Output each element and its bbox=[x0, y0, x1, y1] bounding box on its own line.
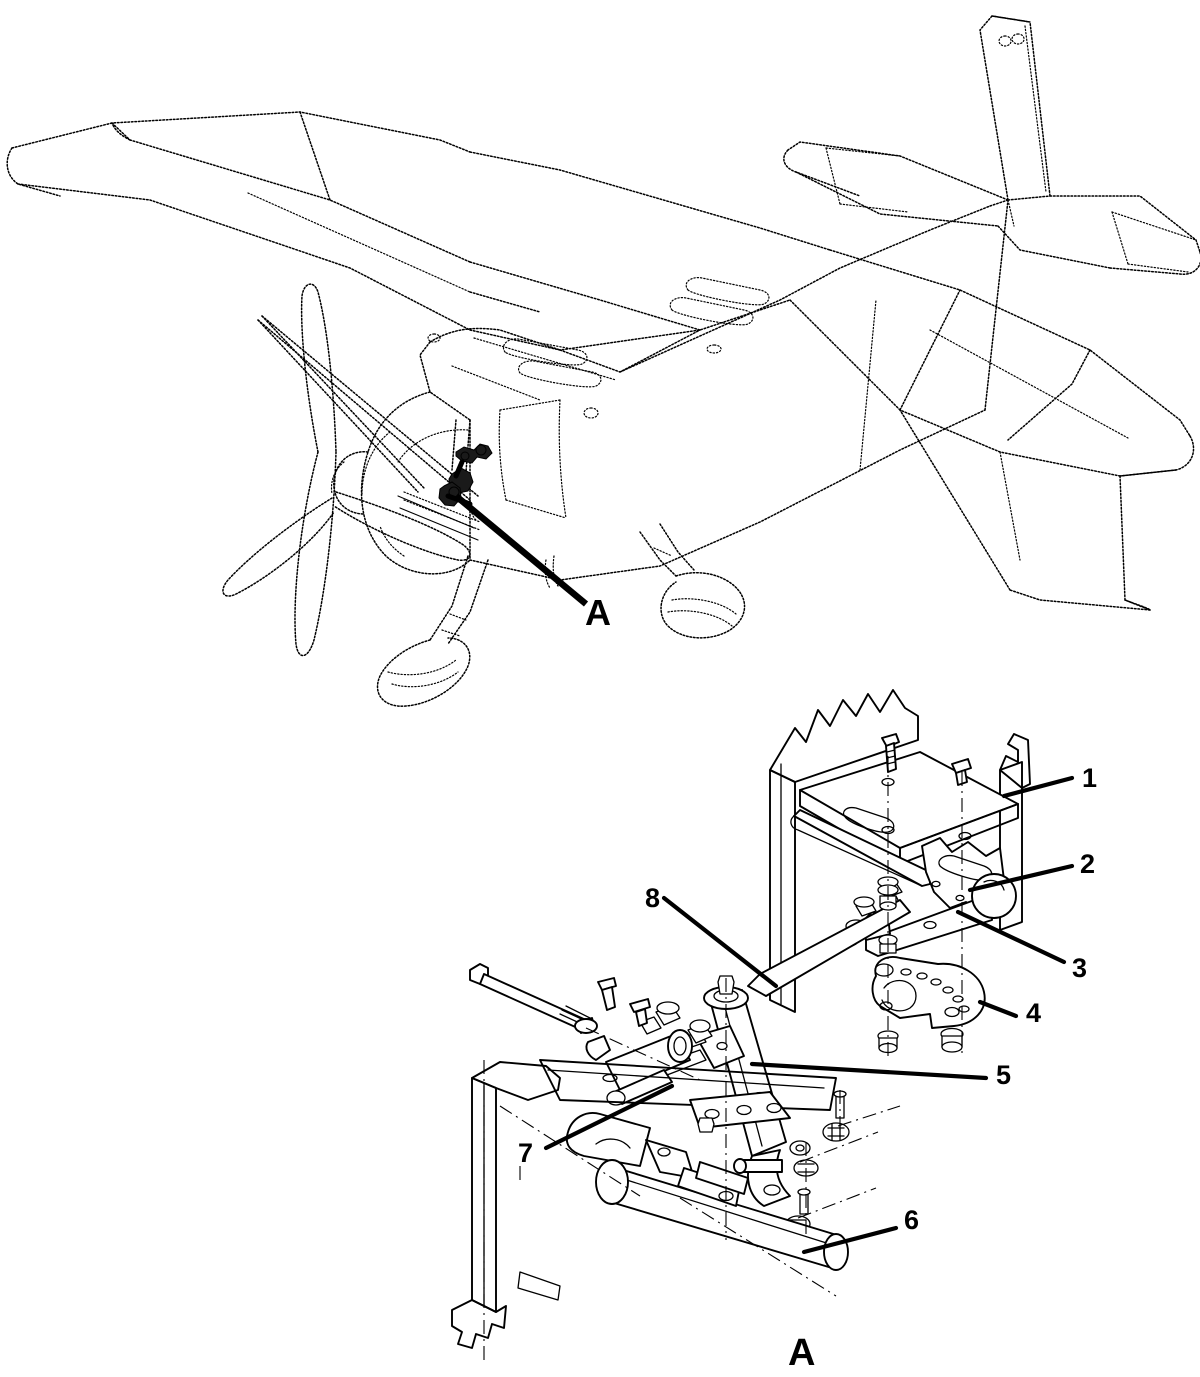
wing-center-section bbox=[419, 151, 831, 421]
main-gear-left bbox=[376, 555, 489, 707]
right-wing bbox=[789, 249, 1195, 611]
callout-number-4: 4 bbox=[1026, 998, 1042, 1028]
long-bolt bbox=[469, 963, 591, 1031]
front-bulkhead bbox=[451, 1061, 561, 1349]
loose-hardware-upper bbox=[574, 977, 651, 1034]
detail-callout-letter-overview: A bbox=[585, 592, 611, 633]
callout-number-7: 7 bbox=[518, 1138, 534, 1168]
cowl-line-1 bbox=[403, 491, 481, 523]
leader-3 bbox=[955, 909, 1067, 965]
callout-number-6: 6 bbox=[904, 1205, 920, 1235]
nose-gear bbox=[451, 419, 471, 473]
leader-5 bbox=[749, 1061, 989, 1081]
leader-8 bbox=[661, 895, 779, 989]
wing-struts bbox=[257, 315, 479, 521]
fuselage bbox=[330, 199, 1009, 589]
callout-number-2: 2 bbox=[1080, 849, 1096, 879]
hardware-column bbox=[877, 884, 964, 1054]
lower-mount-plate bbox=[539, 1059, 837, 1133]
callout-leaders bbox=[543, 775, 1075, 1255]
callout-number-8: 8 bbox=[645, 883, 661, 913]
detail-view-letter: A bbox=[788, 1332, 816, 1374]
callout-number-1: 1 bbox=[1082, 763, 1098, 793]
main-gear-right bbox=[639, 523, 746, 639]
shimmy-damper bbox=[585, 1001, 713, 1106]
detail-a-drawing bbox=[451, 689, 1075, 1360]
left-wing bbox=[6, 111, 471, 331]
aircraft-overview-drawing bbox=[6, 15, 1200, 707]
cowl-edge bbox=[397, 495, 475, 529]
leader-2 bbox=[967, 863, 1075, 893]
cowl-edge-2 bbox=[399, 507, 479, 541]
damper-bracket-plate bbox=[871, 956, 986, 1029]
torque-tube bbox=[565, 1112, 849, 1271]
callout-number-3: 3 bbox=[1072, 953, 1088, 983]
leader-4 bbox=[977, 999, 1019, 1019]
highlighted-assembly bbox=[438, 443, 589, 607]
leader-6 bbox=[801, 1225, 899, 1255]
leader-7 bbox=[543, 1083, 675, 1151]
empennage bbox=[783, 15, 1200, 275]
propeller bbox=[222, 283, 471, 657]
leader-1 bbox=[1001, 775, 1075, 799]
callout-number-5: 5 bbox=[996, 1060, 1012, 1090]
